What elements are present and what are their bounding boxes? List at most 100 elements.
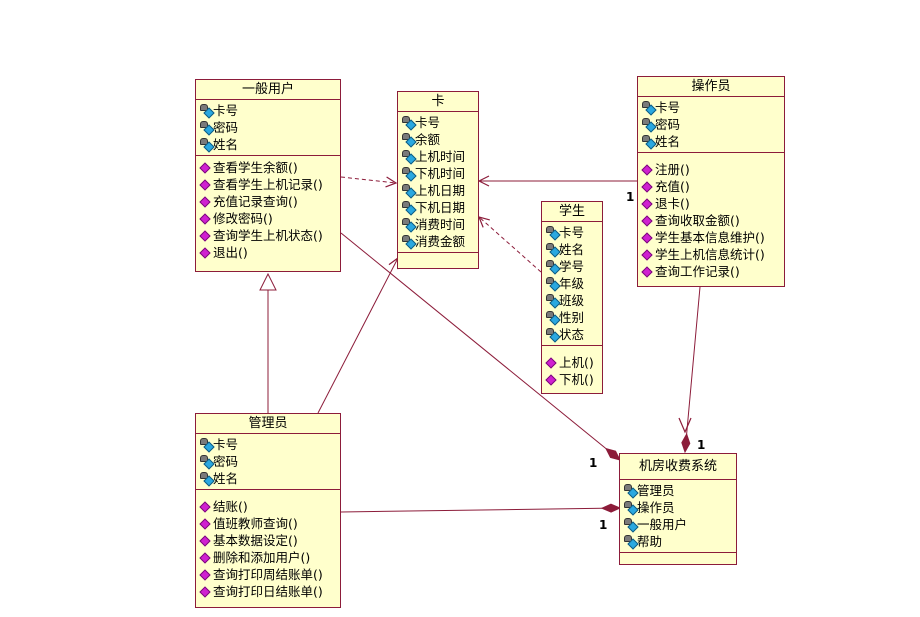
multiplicity-operator-card: 1 — [626, 190, 635, 204]
class-system[interactable]: 机房收费系统 管理员 操作员 一般用户 帮助 — [619, 453, 737, 565]
attribute-icon — [623, 535, 636, 548]
attribute-icon — [545, 260, 558, 273]
attribute-row: 姓名 — [199, 470, 337, 487]
attribute-icon — [641, 101, 654, 114]
operation-row: 查询打印周结账单() — [199, 566, 337, 583]
operation-icon — [199, 517, 211, 530]
attribute-icon — [199, 121, 212, 134]
attribute-icon — [199, 472, 212, 485]
class-operator[interactable]: 操作员 卡号 密码 姓名 注册() 充值() 退卡() 查询收取金额() 学生基… — [637, 76, 785, 287]
attribute-row: 下机日期 — [401, 199, 475, 216]
attribute-icon — [641, 118, 654, 131]
attribute-icon — [401, 184, 414, 197]
attribute-icon — [401, 218, 414, 231]
class-admin[interactable]: 管理员 卡号 密码 姓名 结账() 值班教师查询() 基本数据设定() 删除和添… — [195, 413, 341, 608]
attribute-row: 余额 — [401, 131, 475, 148]
attribute-list: 管理员 操作员 一般用户 帮助 — [620, 480, 736, 553]
operation-list — [398, 253, 478, 259]
attribute-icon — [545, 294, 558, 307]
attribute-icon — [545, 226, 558, 239]
attribute-list: 卡号 密码 姓名 — [196, 434, 340, 490]
attribute-row: 姓名 — [641, 133, 781, 150]
attribute-icon — [623, 501, 636, 514]
attribute-icon — [401, 235, 414, 248]
attribute-icon — [199, 438, 212, 451]
operation-icon — [545, 356, 557, 369]
operation-row: 下机() — [545, 371, 599, 388]
attribute-row: 一般用户 — [623, 516, 733, 533]
attribute-row: 年级 — [545, 275, 599, 292]
operation-icon — [199, 161, 211, 174]
operation-icon — [199, 568, 211, 581]
operation-list: 注册() 充值() 退卡() 查询收取金额() 学生基本信息维护() 学生上机信… — [638, 153, 784, 283]
operation-icon — [199, 178, 211, 191]
attribute-icon — [401, 133, 414, 146]
operation-icon — [199, 551, 211, 564]
attribute-row: 下机时间 — [401, 165, 475, 182]
attribute-icon — [401, 201, 414, 214]
class-name: 学生 — [542, 202, 602, 222]
operation-icon — [641, 231, 653, 244]
operation-icon — [199, 500, 211, 513]
class-general-user[interactable]: 一般用户 卡号 密码 姓名 查看学生余额() 查看学生上机记录() 充值记录查询… — [195, 79, 341, 272]
operation-row: 修改密码() — [199, 210, 337, 227]
operation-icon — [199, 585, 211, 598]
attribute-row: 上机日期 — [401, 182, 475, 199]
operation-row: 上机() — [545, 354, 599, 371]
class-student[interactable]: 学生 卡号 姓名 学号 年级 班级 性别 状态 上机() 下机() — [541, 201, 603, 394]
comp-general-user-system — [340, 232, 620, 460]
operation-list: 结账() 值班教师查询() 基本数据设定() 删除和添加用户() 查询打印周结账… — [196, 490, 340, 603]
operation-icon — [641, 265, 653, 278]
operation-icon — [199, 212, 211, 225]
operation-icon — [641, 180, 653, 193]
comp-operator-system — [685, 286, 701, 452]
attribute-list: 卡号 姓名 学号 年级 班级 性别 状态 — [542, 222, 602, 346]
attribute-row: 密码 — [641, 116, 781, 133]
attribute-row: 帮助 — [623, 533, 733, 550]
operation-icon — [641, 197, 653, 210]
attribute-icon — [545, 277, 558, 290]
attribute-row: 性别 — [545, 309, 599, 326]
attribute-row: 卡号 — [641, 99, 781, 116]
attribute-row: 姓名 — [199, 136, 337, 153]
operation-icon — [641, 163, 653, 176]
operation-icon — [199, 195, 211, 208]
operation-row: 退出() — [199, 244, 337, 261]
operation-list — [620, 553, 736, 559]
comp-admin-system — [340, 508, 620, 512]
attribute-list: 卡号 密码 姓名 — [196, 100, 340, 156]
dep-general-user-card — [340, 177, 396, 183]
attribute-list: 卡号 余额 上机时间 下机时间 上机日期 下机日期 消费时间 消费金额 — [398, 112, 478, 253]
attribute-row: 卡号 — [199, 102, 337, 119]
attribute-row: 班级 — [545, 292, 599, 309]
operation-list: 上机() 下机() — [542, 346, 602, 391]
operation-row: 查看学生上机记录() — [199, 176, 337, 193]
attribute-list: 卡号 密码 姓名 — [638, 97, 784, 153]
operation-row: 删除和添加用户() — [199, 549, 337, 566]
attribute-icon — [545, 311, 558, 324]
attribute-row: 姓名 — [545, 241, 599, 258]
attribute-icon — [199, 104, 212, 117]
operation-row: 查询打印日结账单() — [199, 583, 337, 600]
attribute-row: 消费金额 — [401, 233, 475, 250]
operation-icon — [199, 534, 211, 547]
class-name: 一般用户 — [196, 80, 340, 100]
operation-row: 查询学生上机状态() — [199, 227, 337, 244]
operation-icon — [199, 229, 211, 242]
attribute-row: 状态 — [545, 326, 599, 343]
attribute-row: 管理员 — [623, 482, 733, 499]
attribute-icon — [641, 135, 654, 148]
attribute-icon — [199, 138, 212, 151]
operation-row: 充值记录查询() — [199, 193, 337, 210]
operation-list: 查看学生余额() 查看学生上机记录() 充值记录查询() 修改密码() 查询学生… — [196, 156, 340, 264]
operation-row: 注册() — [641, 161, 781, 178]
attribute-row: 卡号 — [199, 436, 337, 453]
attribute-row: 学号 — [545, 258, 599, 275]
operation-row: 学生上机信息统计() — [641, 246, 781, 263]
attribute-icon — [401, 116, 414, 129]
operation-row: 查看学生余额() — [199, 159, 337, 176]
class-name: 管理员 — [196, 414, 340, 434]
class-card[interactable]: 卡 卡号 余额 上机时间 下机时间 上机日期 下机日期 消费时间 消费金额 — [397, 91, 479, 269]
multiplicity-admin-system: 1 — [599, 518, 608, 532]
